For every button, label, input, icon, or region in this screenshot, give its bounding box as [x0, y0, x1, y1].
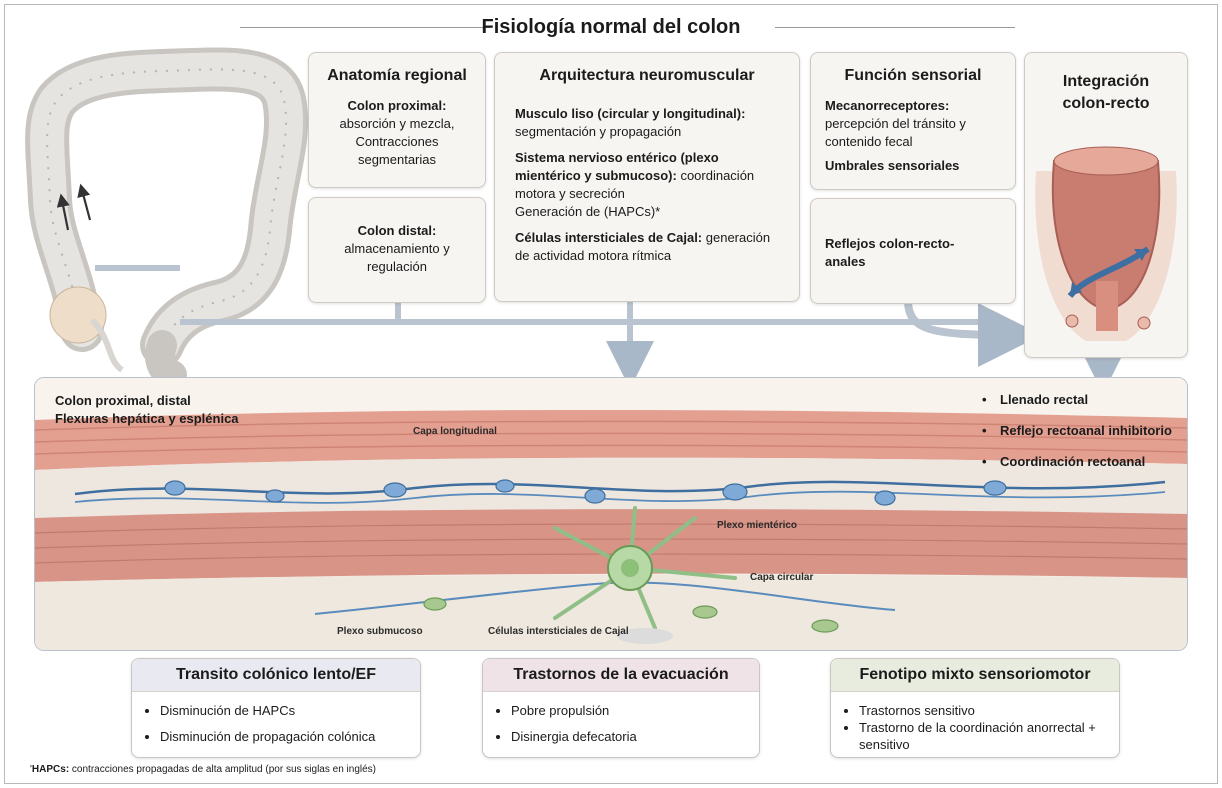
rectal-function-item: •Reflejo rectoanal inhibitorio: [982, 423, 1172, 454]
sensorial-heading: Función sensorial: [811, 67, 1015, 85]
phenotype-item: Disminución de propagación colónica: [160, 724, 420, 750]
mecanorreceptores-text: percepción del tránsito y contenido feca…: [825, 115, 1007, 151]
rectum-illustration: [1026, 131, 1186, 351]
colon-segments-label: Colon proximal, distal: [55, 392, 239, 410]
arquitectura-box: Arquitectura neuromuscular Musculo liso …: [494, 52, 800, 302]
integracion-line1: Integración: [1025, 71, 1187, 93]
musculo-liso-text: segmentación y propagación: [515, 124, 681, 139]
phenotype-mixed-box: Fenotipo mixto sensoriomotor Trastornos …: [830, 658, 1120, 758]
phenotype-title: Trastornos de la evacuación: [483, 659, 759, 692]
colon-distal-box: Colon distal: almacenamiento y regulació…: [308, 197, 486, 303]
rectal-function-item: •Llenado rectal: [982, 392, 1172, 423]
phenotype-title: Fenotipo mixto sensoriomotor: [831, 659, 1119, 692]
phenotype-item: Disminución de HAPCs: [160, 698, 420, 724]
integracion-box: Integración colon-recto: [1024, 52, 1188, 358]
proximal-label: Colon proximal:: [319, 97, 475, 115]
distal-label: Colon distal:: [319, 222, 475, 240]
footnote: 'HAPCs: contracciones propagadas de alta…: [30, 764, 376, 775]
rectal-function-item: •Coordinación rectoanal: [982, 454, 1172, 485]
integracion-line2: colon-recto: [1025, 93, 1187, 115]
panel-left-text: Colon proximal, distal Flexuras hepática…: [55, 392, 239, 428]
capa-longitudinal-label: Capa longitudinal: [413, 426, 497, 437]
coordinacion-rectoanal: Coordinación rectoanal: [1000, 454, 1145, 469]
anatomia-heading: Anatomía regional: [309, 67, 485, 85]
reflejo-rectoanal: Reflejo rectoanal inhibitorio: [1000, 423, 1172, 438]
hapcs-generation: Generación de (HAPCs)*: [515, 203, 785, 221]
plexo-submucoso-label: Plexo submucoso: [337, 626, 423, 637]
umbrales-label: Umbrales sensoriales: [825, 157, 1007, 175]
reflejos-box: Reflejos colon-recto-anales: [810, 198, 1016, 304]
phenotype-evacuation-box: Trastornos de la evacuación Pobre propul…: [482, 658, 760, 758]
phenotype-item: Disinergia defecatoria: [511, 724, 759, 750]
musculo-liso-label: Musculo liso (circular y longitudinal):: [515, 106, 745, 121]
anatomia-box: Anatomía regional Colon proximal: absorc…: [308, 52, 486, 188]
capa-circular-label: Capa circular: [750, 572, 813, 583]
distal-text: almacenamiento y regulación: [319, 240, 475, 276]
sensorial-box: Función sensorial Mecanorreceptores: per…: [810, 52, 1016, 190]
proximal-text: absorción y mezcla, Contracciones segmen…: [319, 115, 475, 169]
phenotype-slow-transit-box: Transito colónico lento/EF Disminución d…: [131, 658, 421, 758]
plexo-mienterico-label: Plexo mientérico: [717, 520, 797, 531]
sistema-nervioso-item: Sistema nervioso entérico (plexo mientér…: [515, 149, 785, 221]
reflejos-label: Reflejos colon-recto-anales: [825, 235, 975, 271]
proximal-block: Colon proximal: absorción y mezcla, Cont…: [309, 97, 485, 169]
cajal-item: Células intersticiales de Cajal: generac…: [515, 229, 785, 265]
footnote-label: HAPCs:: [32, 764, 69, 775]
mecanorreceptores-label: Mecanorreceptores:: [825, 97, 1007, 115]
integracion-heading: Integración colon-recto: [1025, 71, 1187, 115]
cajal-cells-label: Células intersticiales de Cajal: [488, 626, 629, 637]
flexuras-label: Flexuras hepática y esplénica: [55, 410, 239, 428]
rectal-functions-list: •Llenado rectal •Reflejo rectoanal inhib…: [982, 392, 1172, 485]
phenotype-item: Trastornos sensitivo: [859, 702, 1119, 719]
cajal-label: Células intersticiales de Cajal:: [515, 230, 702, 245]
phenotype-title: Transito colónico lento/EF: [132, 659, 420, 692]
footnote-text: contracciones propagadas de alta amplitu…: [69, 764, 376, 775]
arquitectura-heading: Arquitectura neuromuscular: [495, 67, 799, 85]
phenotype-item: Trastorno de la coordinación anorrectal …: [859, 719, 1119, 753]
llenado-rectal: Llenado rectal: [1000, 392, 1088, 407]
phenotype-item: Pobre propulsión: [511, 698, 759, 724]
musculo-liso-item: Musculo liso (circular y longitudinal): …: [515, 105, 785, 141]
